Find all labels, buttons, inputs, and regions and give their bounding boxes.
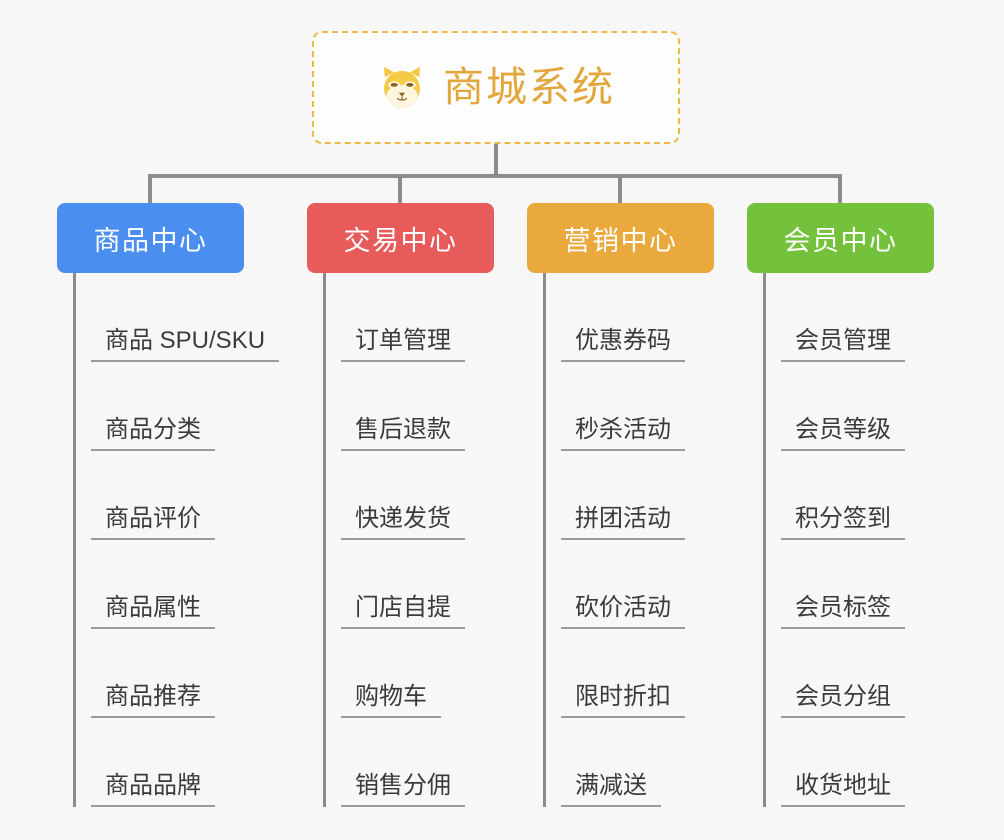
list-item[interactable]: 售后退款: [307, 362, 494, 451]
leaf-list-0: 商品 SPU/SKU 商品分类 商品评价 商品属性 商品推荐 商品品牌: [57, 273, 280, 807]
list-item[interactable]: 限时折扣: [527, 629, 714, 718]
category-header-0[interactable]: 商品中心: [57, 203, 244, 273]
category-header-1[interactable]: 交易中心: [307, 203, 494, 273]
leaf-label: 优惠券码: [561, 327, 685, 362]
leaf-label: 秒杀活动: [561, 416, 685, 451]
leaf-label: 会员标签: [781, 594, 905, 629]
category-column-交易中心: 交易中心 订单管理 售后退款 快递发货 门店自提 购物车 销售分佣: [307, 203, 494, 807]
leaf-list-2: 优惠券码 秒杀活动 拼团活动 砍价活动 限时折扣 满减送: [527, 273, 714, 807]
root-node[interactable]: 商城系统: [312, 31, 680, 144]
category-header-2[interactable]: 营销中心: [527, 203, 714, 273]
leaf-label: 限时折扣: [561, 683, 685, 718]
root-title: 商城系统: [443, 64, 615, 110]
leaf-label: 商品属性: [91, 594, 215, 629]
list-item[interactable]: 商品推荐: [57, 629, 279, 718]
list-item[interactable]: 砍价活动: [527, 540, 714, 629]
list-item[interactable]: 满减送: [527, 718, 714, 807]
leaf-label: 购物车: [341, 683, 441, 718]
leaf-list-1: 订单管理 售后退款 快递发货 门店自提 购物车 销售分佣: [307, 273, 494, 807]
list-item[interactable]: 商品 SPU/SKU: [57, 273, 280, 362]
leaf-label: 会员等级: [781, 416, 905, 451]
leaf-label: 订单管理: [341, 327, 465, 362]
category-spine-3: [763, 273, 766, 807]
list-item[interactable]: 门店自提: [307, 540, 494, 629]
leaf-label: 商品评价: [91, 505, 215, 540]
leaf-label: 商品品牌: [91, 772, 215, 807]
leaf-label: 积分签到: [781, 505, 905, 540]
list-item[interactable]: 会员等级: [747, 362, 934, 451]
shiba-dog-icon: [377, 63, 427, 113]
list-item[interactable]: 商品属性: [57, 540, 279, 629]
connector-horizontal-bus: [148, 174, 842, 178]
leaf-label: 快递发货: [341, 505, 465, 540]
list-item[interactable]: 订单管理: [307, 273, 494, 362]
connector-drop-1: [398, 174, 402, 204]
category-column-营销中心: 营销中心 优惠券码 秒杀活动 拼团活动 砍价活动 限时折扣 满减送: [527, 203, 714, 807]
leaf-label: 商品分类: [91, 416, 215, 451]
connector-root-stem: [494, 144, 498, 178]
leaf-label: 销售分佣: [341, 772, 465, 807]
list-item[interactable]: 快递发货: [307, 451, 494, 540]
leaf-label: 满减送: [561, 772, 661, 807]
list-item[interactable]: 秒杀活动: [527, 362, 714, 451]
leaf-label: 售后退款: [341, 416, 465, 451]
list-item[interactable]: 会员管理: [747, 273, 934, 362]
leaf-label: 砍价活动: [561, 594, 685, 629]
list-item[interactable]: 积分签到: [747, 451, 934, 540]
list-item[interactable]: 拼团活动: [527, 451, 714, 540]
connector-drop-0: [148, 174, 152, 204]
leaf-label: 门店自提: [341, 594, 465, 629]
category-column-会员中心: 会员中心 会员管理 会员等级 积分签到 会员标签 会员分组 收货地址: [747, 203, 934, 807]
category-label-3: 会员中心: [783, 225, 898, 256]
category-column-商品中心: 商品中心 商品 SPU/SKU 商品分类 商品评价 商品属性 商品推荐 商品品牌: [57, 203, 280, 807]
category-label-1: 交易中心: [343, 225, 458, 256]
list-item[interactable]: 会员分组: [747, 629, 934, 718]
list-item[interactable]: 收货地址: [747, 718, 934, 807]
connector-drop-3: [838, 174, 842, 204]
list-item[interactable]: 商品品牌: [57, 718, 279, 807]
list-item[interactable]: 购物车: [307, 629, 494, 718]
leaf-label: 商品推荐: [91, 683, 215, 718]
category-label-2: 营销中心: [563, 225, 678, 256]
list-item[interactable]: 销售分佣: [307, 718, 494, 807]
root-node-content: 商城系统: [377, 63, 615, 113]
list-item[interactable]: 商品评价: [57, 451, 279, 540]
leaf-label: 收货地址: [781, 772, 905, 807]
category-spine-2: [543, 273, 546, 807]
leaf-label: 拼团活动: [561, 505, 685, 540]
category-header-3[interactable]: 会员中心: [747, 203, 934, 273]
category-label-0: 商品中心: [93, 225, 208, 256]
category-spine-0: [73, 273, 76, 807]
leaf-label: 会员分组: [781, 683, 905, 718]
list-item[interactable]: 优惠券码: [527, 273, 714, 362]
connector-drop-2: [618, 174, 622, 204]
list-item[interactable]: 商品分类: [57, 362, 279, 451]
list-item[interactable]: 会员标签: [747, 540, 934, 629]
leaf-list-3: 会员管理 会员等级 积分签到 会员标签 会员分组 收货地址: [747, 273, 934, 807]
leaf-label: 商品 SPU/SKU: [91, 327, 280, 362]
leaf-label: 会员管理: [781, 327, 905, 362]
category-spine-1: [323, 273, 326, 807]
